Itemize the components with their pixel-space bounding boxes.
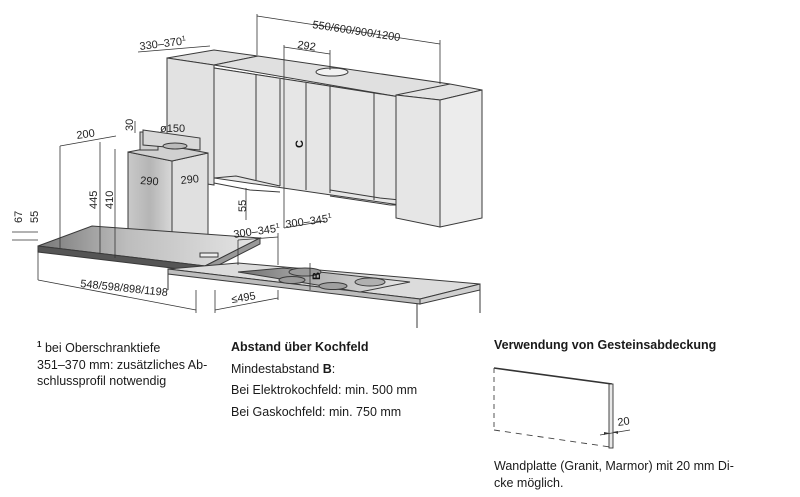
footnote-mark: 1 [37, 340, 42, 349]
dim-height-total: 445 [88, 191, 100, 209]
dim-top-gap: 30 [124, 119, 136, 131]
stone-section: Verwendung von Gesteinsabdeckung [494, 337, 784, 354]
stone-caption-line-2: cke möglich. [494, 475, 564, 490]
stone-caption: Wandplatte (Granit, Marmor) mit 20 mm Di… [494, 458, 784, 491]
dim-duct-diameter: ø150 [160, 123, 185, 135]
label-c: C [294, 140, 306, 148]
worktop-with-hob [167, 262, 481, 328]
dim-depth-right: 300–3451 [285, 213, 333, 231]
min-distance-label: Mindestabstand B: [231, 361, 336, 376]
installation-drawing: 550/600/900/1200 330–3701 292 C 200 30 ø… [12, 14, 483, 328]
dimension-lines [12, 14, 441, 313]
stone-caption-line-1: Wandplatte (Granit, Marmor) mit 20 mm Di… [494, 459, 734, 473]
dim-side-55: 55 [29, 211, 41, 223]
footnote-line-1: bei Oberschranktiefe [44, 341, 161, 355]
distance-heading: Abstand über Kochfeld [231, 340, 369, 354]
footnote: 1 bei Oberschranktiefe 351–370 mm: zusät… [37, 337, 227, 390]
upper-cabinets [166, 49, 483, 228]
distance-section: Abstand über Kochfeld Mindestabstand B: … [231, 337, 471, 423]
dim-height-chimney: 410 [104, 191, 116, 209]
stone-thickness: 20 [617, 415, 631, 429]
footnote-line-3: schlussprofil notwendig [37, 374, 167, 388]
dim-total-width: 550/600/900/1200 [312, 19, 402, 44]
dim-hood-depth: 200 [76, 128, 96, 142]
dim-max-depth: ≤495 [231, 290, 257, 306]
footnote-line-2: 351–370 mm: zusätzliches Ab- [37, 357, 208, 372]
gas-hob-distance: Bei Gaskochfeld: min. 750 mm [231, 404, 402, 419]
dim-shelf-55: 55 [237, 200, 249, 212]
dim-side-67: 67 [13, 211, 25, 223]
stone-heading: Verwendung von Gesteinsabdeckung [494, 338, 717, 352]
dim-chimney-width: 290 [140, 175, 159, 188]
label-b: B [311, 272, 323, 280]
dim-cabinet-depth: 330–3701 [139, 35, 187, 53]
stone-panel-drawing: 20 [493, 367, 631, 449]
dim-depth-left: 300–3451 [233, 223, 281, 241]
extractor-hood [37, 129, 262, 273]
dim-chimney-depth: 290 [180, 173, 200, 187]
electric-hob-distance: Bei Elektrokochfeld: min. 500 mm [231, 383, 418, 397]
dim-chimney-offset: 292 [297, 39, 317, 54]
